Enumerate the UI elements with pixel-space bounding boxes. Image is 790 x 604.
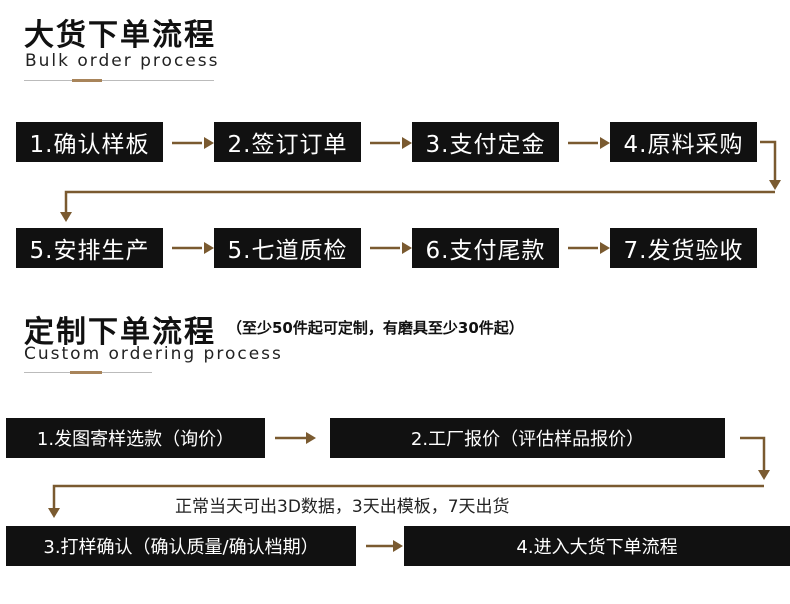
- bulk-divider-accent: [72, 79, 102, 82]
- custom-step-2: 2.工厂报价（评估样品报价）: [330, 418, 725, 458]
- custom-subtitle: Custom ordering process: [24, 344, 283, 364]
- bulk-title: 大货下单流程: [24, 18, 216, 53]
- bulk-step-8: 7.发货验收: [610, 228, 757, 268]
- custom-step-4: 4.进入大货下单流程: [404, 526, 790, 566]
- bulk-step-7: 6.支付尾款: [412, 228, 559, 268]
- bulk-step-2: 2.签订订单: [214, 122, 361, 162]
- custom-production-time-note: 正常当天可出3D数据，3天出模板，7天出货: [175, 497, 510, 517]
- custom-note: （至少50件起可定制，有磨具至少30件起）: [227, 319, 524, 337]
- bulk-step-1: 1.确认样板: [16, 122, 163, 162]
- bulk-step-5: 5.安排生产: [16, 228, 163, 268]
- bulk-divider: [24, 80, 214, 81]
- bulk-subtitle: Bulk order process: [25, 51, 220, 71]
- custom-step-1: 1.发图寄样选款（询价）: [6, 418, 265, 458]
- bulk-step-6: 5.七道质检: [214, 228, 361, 268]
- custom-flow-arrows: [48, 432, 770, 552]
- bulk-step-4: 4.原料采购: [610, 122, 757, 162]
- custom-title: 定制下单流程: [24, 315, 216, 350]
- custom-step-3: 3.打样确认（确认质量/确认档期）: [6, 526, 356, 566]
- bulk-flow-arrows: [60, 137, 781, 254]
- custom-divider-accent: [70, 371, 102, 374]
- bulk-step-3: 3.支付定金: [412, 122, 559, 162]
